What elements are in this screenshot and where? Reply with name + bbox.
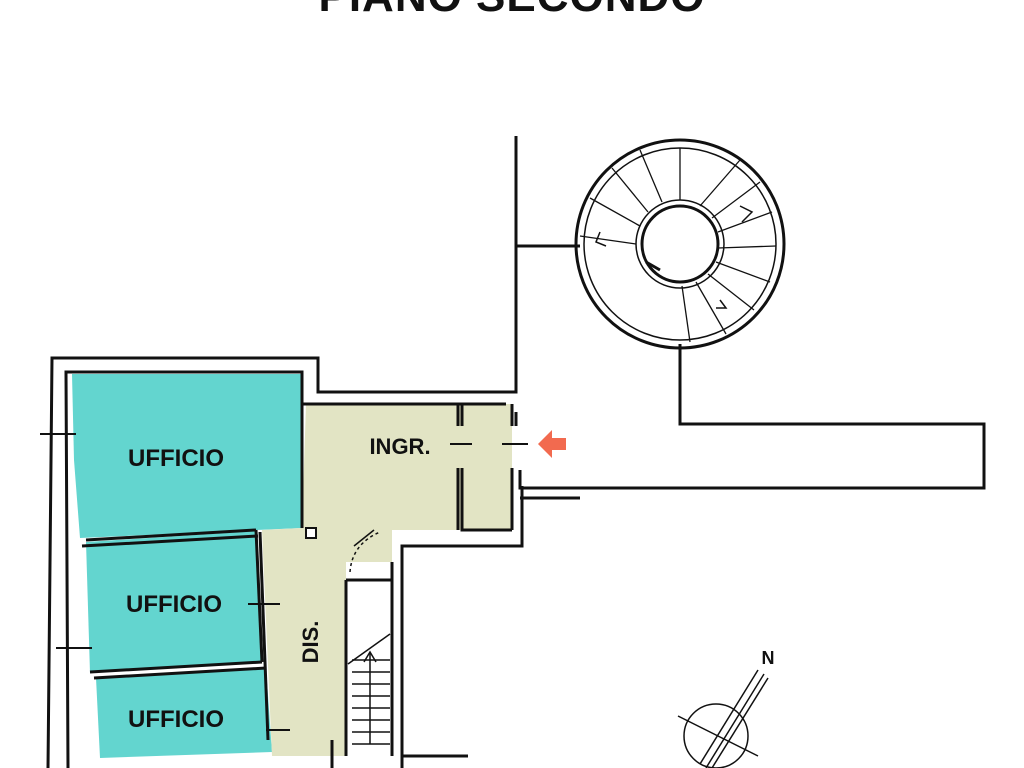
circulation-fill xyxy=(262,404,512,756)
door-swing xyxy=(349,529,381,573)
walls xyxy=(46,136,986,768)
room-label-ufficio-3: UFFICIO xyxy=(128,706,224,733)
spiral-staircase xyxy=(574,138,786,350)
room-label-ufficio-2: UFFICIO xyxy=(126,591,222,618)
room-label-ingresso: INGR. xyxy=(369,434,430,459)
column xyxy=(305,527,317,539)
room-label-disimpegno: DIS. xyxy=(298,621,323,664)
office-fill-top xyxy=(72,374,302,538)
room-fills xyxy=(72,374,512,758)
straight-staircase xyxy=(347,633,391,745)
window-marks xyxy=(40,433,528,731)
office-fill-middle xyxy=(86,531,262,673)
entry-arrow-icon xyxy=(538,430,566,458)
office-fill-bottom xyxy=(96,667,272,758)
room-label-ufficio-1: UFFICIO xyxy=(128,445,224,472)
plan-title: PIANO SECONDO xyxy=(0,0,1024,22)
compass-north-label: N xyxy=(762,648,775,668)
compass-icon xyxy=(677,669,769,768)
